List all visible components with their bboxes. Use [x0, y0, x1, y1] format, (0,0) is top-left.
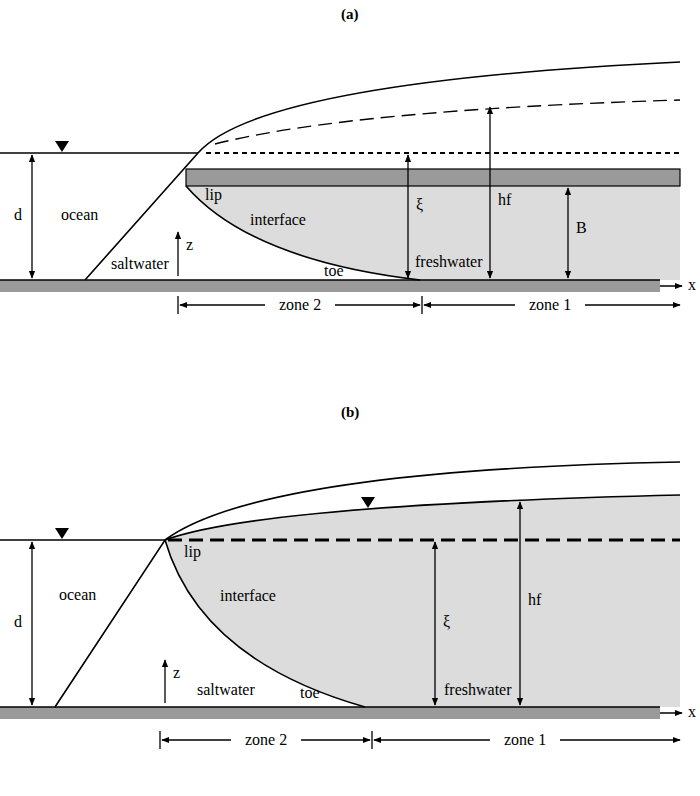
z-axis-arrow [164, 660, 165, 703]
interface-curve [186, 186, 420, 280]
confining-layer [186, 169, 680, 186]
interface-curve [165, 540, 365, 707]
xi-arrow [407, 155, 408, 278]
water-level-triangle [55, 528, 69, 539]
x-axis-arrow [660, 285, 682, 287]
region-label: saltwater [197, 681, 255, 699]
zone-label: zone 1 [529, 296, 571, 314]
shore-and-head-curve [85, 62, 680, 280]
thickness-arrow [567, 188, 568, 278]
region-label: freshwater [415, 253, 483, 271]
dimension-label: B [576, 219, 587, 237]
region-label: ocean [61, 206, 98, 224]
region-label: saltwater [111, 255, 169, 273]
feature-label: lip [184, 543, 201, 561]
sea-level-dotted [206, 152, 680, 154]
depth-arrow [31, 155, 32, 278]
dimension-label: d [14, 613, 22, 631]
xi-arrow [434, 542, 435, 705]
aquifer-base [0, 280, 660, 292]
axis-label: z [186, 236, 193, 254]
sea-level [0, 539, 165, 541]
feature-label: lip [205, 186, 222, 204]
panel-title: (a) [341, 6, 359, 23]
depth-arrow [31, 542, 32, 705]
axis-label: x [688, 703, 696, 721]
head-arrow [519, 502, 520, 705]
axis-label: z [173, 664, 180, 682]
feature-label: toe [324, 262, 344, 280]
shore-and-head-curve [55, 462, 680, 707]
freshwater-region [165, 495, 680, 707]
axis-label: x [688, 276, 696, 294]
sea-level-dashed [168, 539, 680, 542]
feature-label: toe [300, 684, 320, 702]
water-table-triangle [361, 497, 375, 508]
head-arrow [489, 107, 490, 278]
zone-label: zone 1 [504, 731, 546, 749]
feature-label: interface [220, 587, 276, 605]
zone-label: zone 2 [279, 296, 321, 314]
dimension-label: hf [498, 191, 511, 209]
feature-label: interface [250, 211, 306, 229]
zone-brackets [178, 296, 680, 314]
region-label: freshwater [444, 681, 512, 699]
sea-level [0, 152, 198, 154]
dimension-label: ξ [416, 196, 423, 214]
region-label: ocean [59, 586, 96, 604]
dimension-label: hf [528, 591, 541, 609]
x-axis-arrow [660, 712, 682, 714]
zone-brackets [160, 731, 680, 749]
water-level-triangle [55, 141, 69, 152]
zone-label: zone 2 [245, 731, 287, 749]
water-table [165, 495, 680, 540]
freshwater-region [186, 186, 680, 280]
dimension-label: ξ [443, 613, 450, 631]
panel-title: (b) [341, 404, 359, 421]
aquifer-base [0, 707, 660, 719]
dimension-label: d [14, 206, 22, 224]
dashed-head-curve [215, 100, 680, 144]
z-axis-arrow [177, 232, 178, 276]
